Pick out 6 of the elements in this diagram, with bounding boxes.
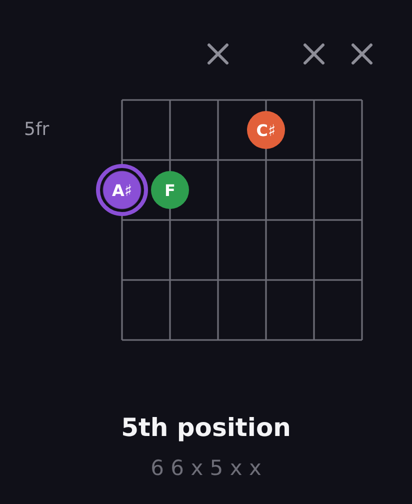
fret-number-label: 5fr bbox=[24, 119, 50, 140]
note-dot: F bbox=[151, 171, 189, 209]
note-dot: A♯ bbox=[96, 164, 148, 216]
note-dot: C♯ bbox=[247, 111, 285, 149]
fingering-label: 6 6 x 5 x x bbox=[150, 456, 262, 480]
chord-title: 5th position bbox=[121, 413, 291, 442]
